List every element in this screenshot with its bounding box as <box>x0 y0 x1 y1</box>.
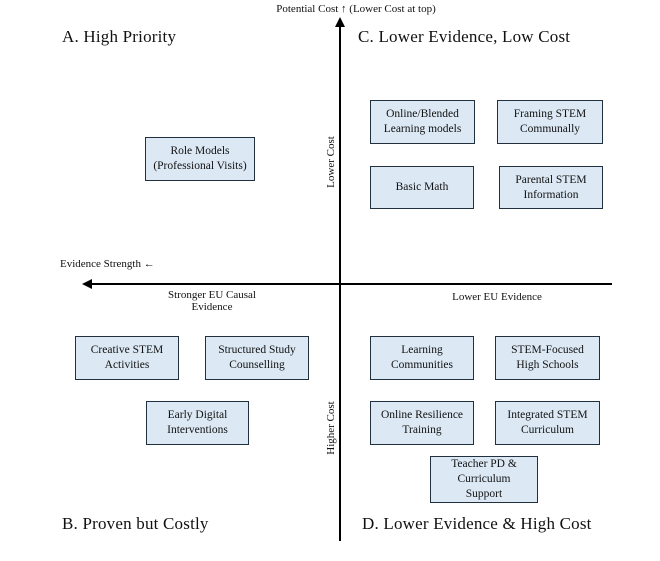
horizontal-axis-line <box>88 283 612 285</box>
left-arrowhead-icon <box>82 279 92 289</box>
axis-label-evidence-strength: Evidence Strength ← <box>60 258 155 270</box>
box-early-digital-interventions: Early Digital Interventions <box>146 401 249 445</box>
box-online-resilience-training: Online Resilience Training <box>370 401 474 445</box>
box-structured-study-counselling: Structured Study Counselling <box>205 336 309 380</box>
box-framing-stem-communally: Framing STEM Communally <box>497 100 603 144</box>
axis-caption-stronger-eu-causal-evidence: Stronger EU Causal Evidence <box>168 289 256 313</box>
axis-caption-lower-eu-evidence: Lower EU Evidence <box>452 291 542 303</box>
box-basic-math: Basic Math <box>370 166 474 209</box>
box-parental-stem-information: Parental STEM Information <box>499 166 603 209</box>
box-creative-stem-activities: Creative STEM Activities <box>75 336 179 380</box>
axis-label-potential-cost: Potential Cost ↑ (Lower Cost at top) <box>276 3 436 15</box>
quadrant-d-title: D. Lower Evidence & High Cost <box>362 514 592 533</box>
box-integrated-stem-curriculum: Integrated STEM Curriculum <box>495 401 600 445</box>
axis-caption-lower-cost: Lower Cost <box>325 136 337 188</box>
box-learning-communities: Learning Communities <box>370 336 474 380</box>
box-stem-focused-high-schools: STEM-Focused High Schools <box>495 336 600 380</box>
box-teacher-pd-curriculum-support: Teacher PD & Curriculum Support <box>430 456 538 503</box>
quadrant-a-title: A. High Priority <box>62 27 177 46</box>
box-online-blended-learning-models: Online/Blended Learning models <box>370 100 475 144</box>
box-role-models: Role Models (Professional Visits) <box>145 137 255 181</box>
up-arrowhead-icon <box>335 17 345 27</box>
quadrant-c-title: C. Lower Evidence, Low Cost <box>358 27 571 46</box>
axis-caption-higher-cost: Higher Cost <box>325 401 337 455</box>
quadrant-b-title: B. Proven but Costly <box>62 514 209 533</box>
